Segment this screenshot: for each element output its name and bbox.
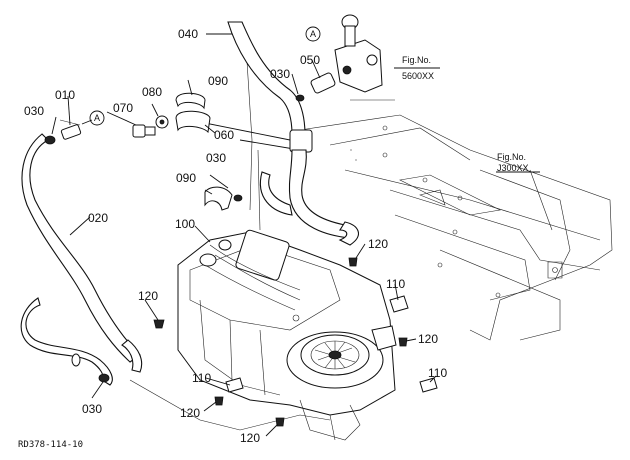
connection-mark-a-top xyxy=(305,26,321,42)
callout-080: 080 xyxy=(142,85,162,99)
callout-110-bottom-left: 110 xyxy=(192,371,211,385)
callout-070: 070 xyxy=(113,101,133,115)
fig-ref-j300-line2: J300XX xyxy=(497,163,529,173)
connection-mark-a-left-label: A xyxy=(94,113,100,123)
callout-030-mid: 030 xyxy=(206,151,226,165)
callout-050: 050 xyxy=(300,53,320,67)
fig-ref-5600-line2: 5600XX xyxy=(402,71,434,81)
callout-090-mid: 090 xyxy=(176,171,196,185)
callout-110-right: 110 xyxy=(386,277,405,291)
connection-mark-a-left xyxy=(89,110,105,126)
callout-leaders xyxy=(51,33,540,437)
callout-030-top: 030 xyxy=(270,67,290,81)
callout-100: 100 xyxy=(175,217,195,231)
figure-code: RD378-114-10 xyxy=(18,440,83,450)
callout-040: 040 xyxy=(178,27,198,41)
clamp-090-lower xyxy=(204,186,243,211)
clamp-090-upper xyxy=(175,92,211,134)
clips-110 xyxy=(225,295,438,393)
heater-unit-100 xyxy=(177,229,397,441)
callout-060: 060 xyxy=(214,128,234,142)
hose-020 xyxy=(20,133,143,386)
callout-120-bottom: 120 xyxy=(240,431,260,445)
callout-120-left: 120 xyxy=(138,289,158,303)
callout-030-bottom: 030 xyxy=(82,402,102,416)
callout-030-left: 030 xyxy=(24,104,44,118)
callout-020: 020 xyxy=(88,211,108,225)
clamp-030-bottom xyxy=(98,373,110,383)
hose-040 xyxy=(227,21,359,246)
bolt-070-washer-080 xyxy=(132,115,169,138)
callout-120-far-right: 120 xyxy=(418,332,438,346)
callout-120-right: 120 xyxy=(368,237,388,251)
fig-ref-j300-line1: Fig.No. xyxy=(497,152,526,162)
bolts-120 xyxy=(153,257,408,427)
callout-120-bottom-left: 120 xyxy=(180,406,200,420)
connection-mark-a-top-label: A xyxy=(310,29,316,39)
callout-110-bottom-right: 110 xyxy=(428,366,447,380)
clamp-030-and-fitting-010 xyxy=(44,119,93,145)
callout-010: 010 xyxy=(55,88,75,102)
callout-090-top: 090 xyxy=(208,74,228,88)
fig-ref-5600-line1: Fig.No. xyxy=(402,55,431,65)
chassis-frame xyxy=(299,114,613,341)
valve-050 xyxy=(295,14,383,102)
